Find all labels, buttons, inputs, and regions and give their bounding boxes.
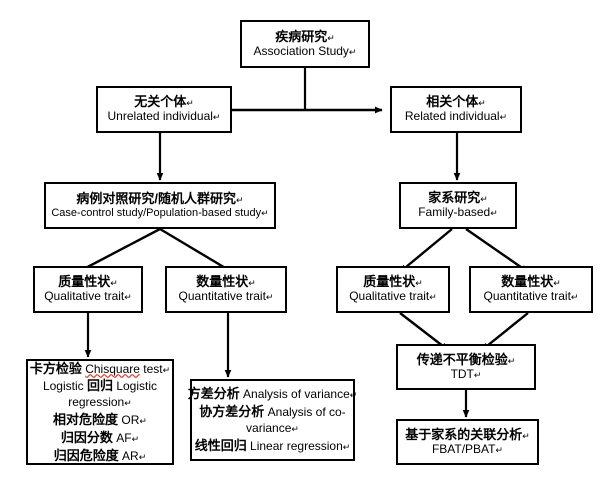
method-text-en: Analysis of variance (239, 387, 350, 402)
node-quantitative-trait-left-en: Quantitative trait↵ (178, 289, 274, 304)
node-related-individual-cn: 相关个体↵ (426, 94, 486, 110)
method-text-cn: 线性回归 (194, 437, 247, 453)
node-related-individual-en: Related individual↵ (404, 109, 508, 124)
pilcrow-mark: ↵ (124, 398, 132, 409)
method-line: Logistic 回归 Logistic (43, 377, 157, 395)
pilcrow-mark: ↵ (236, 194, 244, 205)
pilcrow-mark: ↵ (186, 98, 194, 109)
node-fbat-pbat-en: FBAT/PBAT↵ (431, 441, 504, 456)
method-line: 协方差分析 Analysis of co- (199, 403, 345, 421)
pilcrow-mark: ↵ (429, 292, 437, 303)
pilcrow-mark: ↵ (499, 112, 508, 123)
method-text-cn: 相对危险度 (53, 412, 119, 427)
node-tdt[interactable]: 传递不平衡检验↵ TDT↵ (396, 344, 536, 390)
node-family-based-study-cn: 家系研究↵ (428, 190, 488, 206)
node-family-based-study-en: Family-based↵ (418, 205, 498, 220)
pilcrow-mark: ↵ (162, 364, 171, 375)
node-quantitative-trait-left-cn: 数量性状↵ (196, 274, 256, 290)
pilcrow-mark: ↵ (507, 355, 516, 366)
pilcrow-mark: ↵ (327, 32, 335, 43)
pilcrow-mark: ↵ (553, 278, 561, 289)
method-text-en: Analysis of co- (264, 405, 346, 420)
pilcrow-mark: ↵ (348, 46, 357, 57)
method-text-en: Logistic (42, 379, 87, 394)
node-unrelated-individual-en: Unrelated individual↵ (107, 109, 221, 124)
pilcrow-mark: ↵ (473, 369, 482, 380)
method-text-en: OR (118, 413, 140, 427)
method-text-cn: 归因危险度 (53, 447, 119, 463)
pilcrow-mark: ↵ (110, 278, 118, 289)
node-quantitative-trait-right-cn: 数量性状↵ (501, 274, 561, 290)
method-text-en: Linear regression (246, 438, 343, 453)
node-qualitative-trait-right-en: Qualitative trait↵ (349, 289, 437, 304)
method-line: 归因分数 AF↵ (61, 429, 139, 447)
pilcrow-mark: ↵ (349, 390, 358, 401)
method-line: variance↵ (246, 421, 299, 437)
node-association-study[interactable]: 疾病研究↵ Association Study↵ (240, 20, 370, 68)
node-family-based-study[interactable]: 家系研究↵ Family-based↵ (399, 182, 517, 229)
pilcrow-mark: ↵ (212, 112, 221, 123)
method-line: 方差分析 Analysis of variance↵ (188, 385, 358, 403)
pilcrow-mark: ↵ (261, 207, 269, 218)
method-text-en: AR (118, 448, 139, 463)
method-text-cn: 归因分数 (60, 429, 113, 445)
method-text-en: variance (246, 421, 292, 435)
node-qualitative-trait-right[interactable]: 质量性状↵ Qualitative trait↵ (336, 266, 450, 313)
method-line: regression↵ (68, 395, 132, 411)
node-related-individual[interactable]: 相关个体↵ Related individual↵ (390, 86, 522, 133)
node-qualitative-trait-left-cn: 质量性状↵ (58, 274, 118, 290)
method-text-cn: 方差分析 (187, 386, 240, 402)
method-line: 归因危险度 AR↵ (54, 447, 147, 465)
method-text-en: test (139, 361, 163, 376)
method-text-cn: 卡方检验 (29, 360, 82, 376)
pilcrow-mark: ↵ (522, 430, 530, 441)
pilcrow-mark: ↵ (480, 194, 488, 205)
method-line: 相对危险度 OR↵ (53, 411, 147, 429)
pilcrow-mark: ↵ (495, 444, 504, 455)
node-case-control-study-en: Case-control study/Population-based stud… (51, 206, 269, 219)
pilcrow-mark: ↵ (570, 292, 579, 303)
pilcrow-mark: ↵ (265, 292, 274, 303)
pilcrow-mark: ↵ (139, 416, 147, 426)
node-qualitative-trait-left-en: Qualitative trait↵ (44, 289, 132, 304)
node-fbat-pbat-cn: 基于家系的关联分析↵ (405, 426, 530, 442)
node-qualitative-trait-right-cn: 质量性状↵ (363, 274, 423, 290)
node-case-control-study-cn: 病例对照研究/随机人群研究↵ (76, 190, 244, 206)
node-tdt-en: TDT↵ (450, 366, 482, 381)
method-line: 线性回归 Linear regression↵ (195, 437, 351, 455)
method-line: 卡方检验 Chisquare test↵ (30, 360, 170, 378)
node-unrelated-individual-cn: 无关个体↵ (134, 94, 194, 110)
node-qualitative-trait-left[interactable]: 质量性状↵ Qualitative trait↵ (33, 266, 143, 313)
node-quantitative-trait-left[interactable]: 数量性状↵ Quantitative trait↵ (165, 266, 287, 313)
pilcrow-mark: ↵ (138, 451, 147, 462)
pilcrow-mark: ↵ (131, 433, 140, 444)
node-quantitative-trait-right-en: Quantitative trait↵ (483, 289, 579, 304)
pilcrow-mark: ↵ (490, 208, 498, 219)
method-text-cn: 回归 (86, 378, 113, 394)
method-text-en: Logistic (113, 379, 158, 394)
node-tdt-cn: 传递不平衡检验↵ (416, 351, 516, 367)
pilcrow-mark: ↵ (415, 278, 423, 289)
node-fbat-pbat[interactable]: 基于家系的关联分析↵ FBAT/PBAT↵ (396, 419, 539, 465)
node-case-control-study[interactable]: 病例对照研究/随机人群研究↵ Case-control study/Popula… (44, 182, 276, 229)
node-association-study-cn: 疾病研究↵ (275, 28, 335, 44)
pilcrow-mark: ↵ (124, 292, 132, 303)
method-text-misspelled: Chisquare (85, 361, 140, 376)
method-text-cn: 协方差分析 (199, 404, 265, 420)
pilcrow-mark: ↵ (478, 98, 486, 109)
pilcrow-mark: ↵ (291, 424, 299, 434)
method-text-en: AF (112, 430, 132, 445)
node-quantitative-methods[interactable]: 方差分析 Analysis of variance↵协方差分析 Analysis… (188, 379, 358, 461)
pilcrow-mark: ↵ (248, 278, 256, 289)
pilcrow-mark: ↵ (342, 441, 351, 452)
method-text-en: regression (68, 395, 125, 410)
node-qualitative-methods[interactable]: 卡方检验 Chisquare test↵Logistic 回归 Logistic… (26, 359, 174, 465)
node-quantitative-trait-right[interactable]: 数量性状↵ Quantitative trait↵ (469, 266, 593, 313)
node-unrelated-individual[interactable]: 无关个体↵ Unrelated individual↵ (96, 86, 232, 133)
node-association-study-en: Association Study↵ (253, 43, 357, 58)
